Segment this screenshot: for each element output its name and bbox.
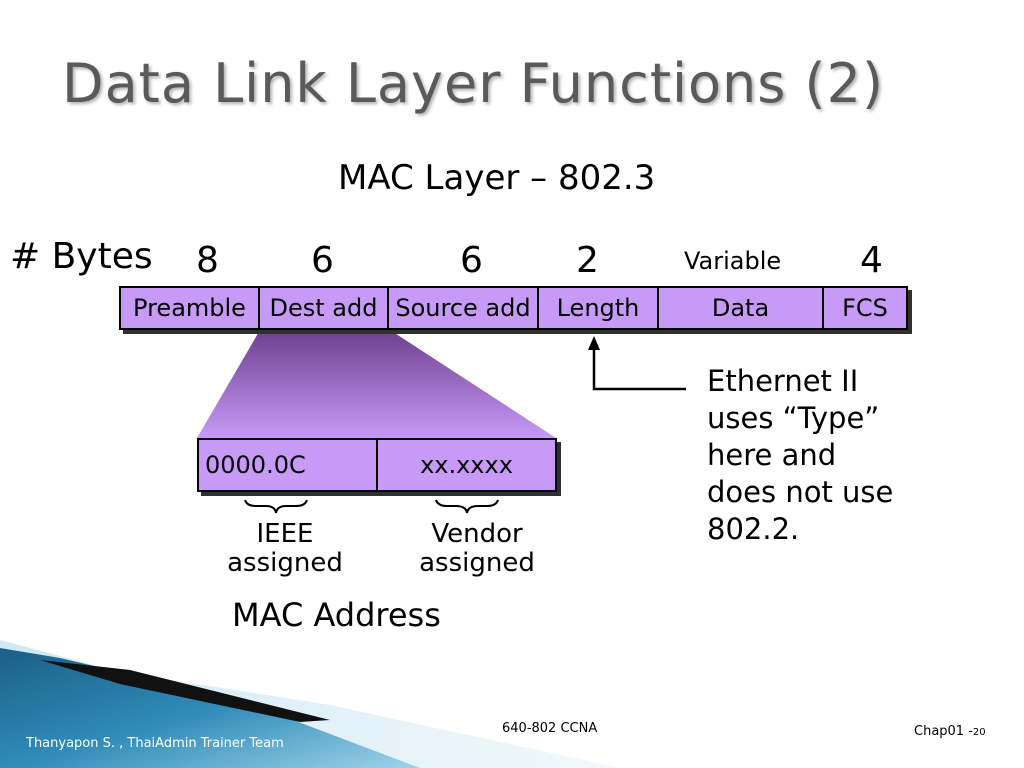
field-source-add: Source add xyxy=(387,286,539,330)
ethernet-ii-note: Ethernet II uses “Type” here and does no… xyxy=(707,363,893,548)
bytes-label: # Bytes xyxy=(10,236,153,277)
vendor-assigned-label: Vendor assigned xyxy=(412,520,542,578)
chapter-label: Chap01 - xyxy=(914,724,973,739)
note-line: uses “Type” xyxy=(707,401,880,435)
slide-title: Data Link Layer Functions (2) xyxy=(62,52,885,115)
bytes-source: 6 xyxy=(460,240,483,281)
footer-chapter: Chap01 -20 xyxy=(914,724,986,739)
bytes-data: Variable xyxy=(684,247,782,275)
page-number: 20 xyxy=(972,727,986,738)
mac-vendor-part: xx.xxxx xyxy=(376,438,557,492)
field-data: Data xyxy=(657,286,824,330)
ieee-assigned-label: IEEE assigned xyxy=(220,520,350,578)
note-line: here and xyxy=(707,438,837,472)
note-line: does not use xyxy=(707,475,894,509)
bytes-dest: 6 xyxy=(311,240,334,281)
field-dest-add: Dest add xyxy=(258,286,389,330)
label-line: assigned xyxy=(419,548,535,578)
label-line: Vendor xyxy=(431,519,523,549)
mac-address-title: MAC Address xyxy=(232,596,441,634)
field-preamble: Preamble xyxy=(119,286,260,330)
note-line: Ethernet II xyxy=(707,364,859,398)
mac-ieee-part: 0000.0C xyxy=(197,438,378,492)
bytes-length: 2 xyxy=(576,240,599,281)
vendor-brace-icon xyxy=(435,499,499,514)
diagram-subtitle: MAC Layer – 802.3 xyxy=(338,158,656,198)
footer-course: 640-802 CCNA xyxy=(502,721,598,736)
label-line: IEEE xyxy=(256,519,314,549)
note-line: 802.2. xyxy=(707,512,800,546)
ieee-brace-icon xyxy=(244,499,308,514)
footer-author: Thanyapon S. , ThaiAdmin Trainer Team xyxy=(26,736,284,751)
bytes-preamble: 8 xyxy=(196,240,219,281)
label-line: assigned xyxy=(227,548,343,578)
field-fcs: FCS xyxy=(822,286,908,330)
bytes-fcs: 4 xyxy=(860,240,883,281)
